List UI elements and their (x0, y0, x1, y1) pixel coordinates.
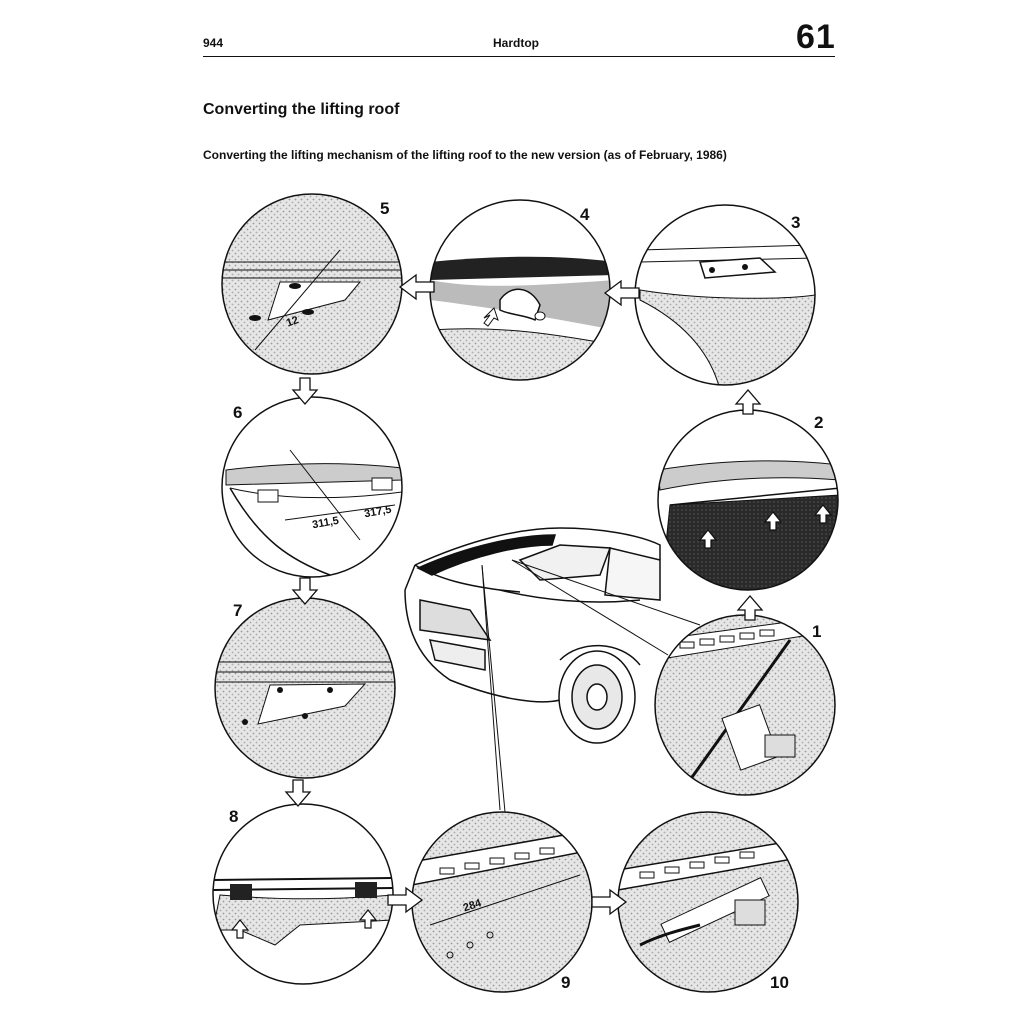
step-number-8: 8 (229, 807, 238, 826)
section-title: Converting the lifting roof (203, 101, 400, 118)
dimension-label-5: 12 (285, 314, 301, 329)
step-number-1: 1 (812, 622, 821, 641)
arrow-3-to-4 (603, 279, 640, 307)
detail-circle-6: 311,5 317,5 (221, 396, 403, 578)
step-number-6: 6 (233, 403, 242, 422)
detail-circle-9: 284 (411, 811, 593, 993)
detail-circle-1 (654, 614, 836, 796)
detail-circle-10 (617, 811, 799, 993)
header-rule (203, 56, 835, 57)
page-number: 61 (796, 18, 836, 56)
step-number-2: 2 (814, 413, 823, 432)
arrow-1-to-2 (736, 595, 764, 621)
step-number-10: 10 (770, 973, 789, 992)
detail-circle-7 (214, 597, 396, 779)
dimension-label-6b: 317,5 (363, 504, 392, 521)
detail-circle-8 (212, 803, 394, 985)
detail-circle-4 (429, 199, 611, 381)
detail-circle-2 (657, 409, 839, 591)
manual-model-code: 944 (203, 36, 224, 50)
car-illustration (404, 527, 661, 744)
arrow-9-to-10 (591, 888, 628, 916)
arrow-4-to-5 (398, 273, 435, 301)
section-subtitle: Converting the lifting mechanism of the … (203, 148, 727, 162)
detail-circle-3 (634, 204, 816, 386)
manual-chapter-title: Hardtop (493, 36, 539, 50)
dimension-label-9: 284 (462, 897, 484, 914)
detail-circle-5: 12 (221, 193, 403, 375)
step-number-7: 7 (233, 601, 242, 620)
dimension-label-6a: 311,5 (311, 515, 340, 531)
step-number-3: 3 (791, 213, 800, 232)
step-number-5: 5 (380, 199, 389, 218)
arrow-5-to-6 (291, 377, 319, 405)
leader-lines (481, 559, 701, 813)
step-number-4: 4 (580, 205, 590, 224)
arrow-2-to-3 (734, 389, 762, 415)
arrow-6-to-7 (291, 577, 319, 605)
flow-arrows (284, 273, 764, 916)
arrow-8-to-9 (387, 886, 424, 914)
arrow-7-to-8 (284, 779, 312, 807)
step-number-9: 9 (561, 973, 570, 992)
